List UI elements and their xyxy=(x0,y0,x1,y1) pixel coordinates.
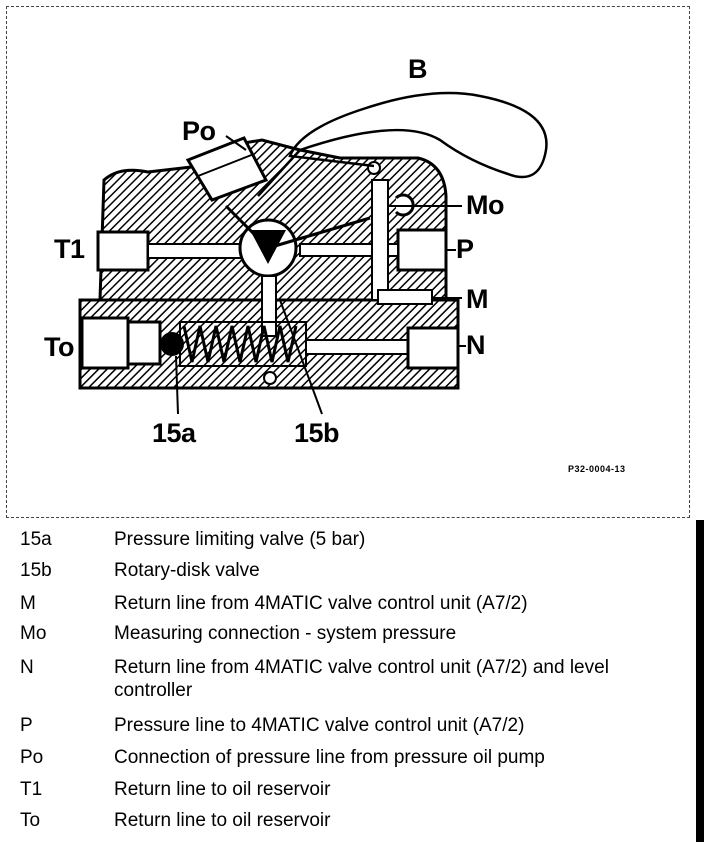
legend-key: P xyxy=(20,715,33,736)
legend-key: To xyxy=(20,810,41,831)
legend-description: Return line from 4MATIC valve control un… xyxy=(114,657,609,701)
callout-p: P xyxy=(456,234,474,264)
disk-channel-2 xyxy=(224,204,270,250)
legend-description: Rotary-disk valve xyxy=(114,560,260,581)
legend-description: Return line to oil reservoir xyxy=(114,810,331,831)
b-hose xyxy=(257,91,548,197)
legend-description: Connection of pressure line from pressur… xyxy=(114,747,545,768)
legend-description: Return line to oil reservoir xyxy=(114,779,331,800)
p-port xyxy=(396,228,448,272)
pressure-limiting-valve-body xyxy=(126,320,162,366)
mo-nipple xyxy=(367,161,381,175)
callout-mo: Mo xyxy=(466,190,504,220)
callout-t1: T1 xyxy=(54,234,85,264)
legend-description: Return line from 4MATIC valve control un… xyxy=(114,593,528,614)
page-edge-bar xyxy=(696,520,704,842)
po-pipe xyxy=(185,136,269,202)
legend-key: N xyxy=(20,657,34,678)
leader-po xyxy=(225,135,247,151)
n-port xyxy=(406,326,460,370)
callout-15b: 15b xyxy=(294,418,340,448)
legend-description: Pressure line to 4MATIC valve control un… xyxy=(114,715,525,736)
disk-channel-1 xyxy=(267,216,371,250)
callout-to: To xyxy=(44,332,74,362)
plug xyxy=(263,371,277,385)
callout-m: M xyxy=(466,284,489,314)
legend-description: Pressure limiting valve (5 bar) xyxy=(114,529,366,550)
legend-description: Measuring connection - system pressure xyxy=(114,623,457,644)
leader-15b xyxy=(279,299,323,415)
n-bore xyxy=(305,339,411,355)
callout-15a: 15a xyxy=(152,418,196,448)
legend-key: 15a xyxy=(20,529,52,550)
legend-key: Mo xyxy=(20,623,47,644)
to-port xyxy=(80,316,130,370)
vertical-channel xyxy=(371,179,389,301)
figure-code: P32-0004-13 xyxy=(568,464,626,474)
leader-15a xyxy=(175,355,179,415)
legend-key: M xyxy=(20,593,36,614)
valve-spring xyxy=(182,325,298,363)
t1-bore xyxy=(147,243,245,259)
callout-n: N xyxy=(466,330,486,360)
legend-key: T1 xyxy=(20,779,43,800)
po-pipe-line xyxy=(197,153,255,177)
legend-key: Po xyxy=(20,747,44,768)
pressure-limiting-valve-ball xyxy=(160,332,184,356)
valve-diagram xyxy=(78,91,548,415)
t1-port xyxy=(96,230,150,272)
callout-po: Po xyxy=(182,116,216,146)
figure-frame xyxy=(6,6,690,518)
m-channel xyxy=(377,289,433,305)
callout-b: B xyxy=(408,54,428,84)
legend-key: 15b xyxy=(20,560,52,581)
